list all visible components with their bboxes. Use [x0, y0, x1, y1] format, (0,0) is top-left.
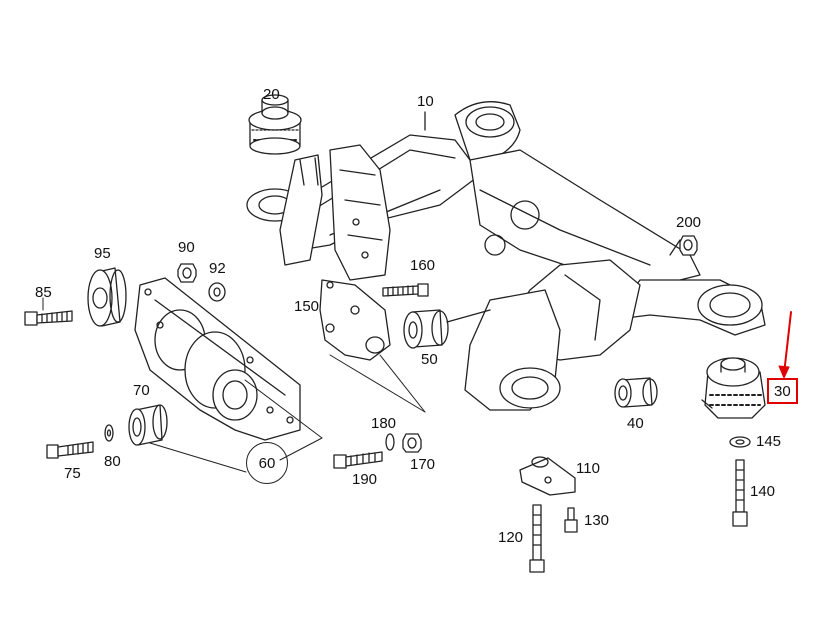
highlight-arrow — [778, 311, 792, 379]
bolt-160 — [382, 283, 429, 297]
carrier-plate-60 — [134, 277, 301, 441]
label-60: 60 — [246, 442, 288, 484]
label-190: 190 — [352, 471, 378, 488]
bolt-130 — [564, 507, 578, 533]
label-95: 95 — [94, 245, 111, 262]
bolt-85 — [24, 310, 73, 326]
label-60-text: 60 — [258, 454, 276, 472]
bracket-150 — [319, 279, 391, 361]
nut-170 — [402, 433, 422, 453]
bushing-70 — [128, 404, 168, 446]
label-140: 140 — [750, 483, 776, 500]
label-85: 85 — [35, 284, 52, 301]
label-10: 10 — [417, 93, 434, 110]
label-20: 20 — [263, 86, 280, 103]
washer-145 — [729, 436, 751, 448]
label-90: 90 — [178, 239, 195, 256]
label-92: 92 — [209, 260, 226, 277]
bolt-140 — [732, 459, 748, 527]
engine-mount-30 — [701, 357, 766, 419]
damper-95 — [87, 267, 127, 327]
washer-180 — [385, 433, 395, 451]
bushing-40 — [614, 377, 658, 408]
label-130: 130 — [584, 512, 610, 529]
label-120: 120 — [498, 529, 524, 546]
nut-90 — [177, 263, 197, 283]
label-30: 30 — [767, 378, 798, 404]
bushing-20 — [248, 94, 302, 155]
label-150: 150 — [294, 298, 320, 315]
label-70: 70 — [133, 382, 150, 399]
bolt-75 — [46, 441, 94, 459]
subframe-10 — [246, 101, 766, 411]
label-40: 40 — [627, 415, 644, 432]
bushing-50 — [403, 309, 491, 349]
leader-lines — [42, 297, 426, 473]
label-75: 75 — [64, 465, 81, 482]
label-170: 170 — [410, 456, 436, 473]
label-180: 180 — [371, 415, 397, 432]
washer-80 — [104, 424, 114, 442]
label-200: 200 — [676, 214, 702, 231]
nut-200 — [679, 235, 698, 256]
label-80: 80 — [104, 453, 121, 470]
washer-92 — [208, 282, 226, 302]
label-160: 160 — [410, 257, 436, 274]
bracket-110 — [519, 456, 576, 496]
label-50: 50 — [421, 351, 438, 368]
bolt-190 — [333, 451, 383, 469]
label-110: 110 — [576, 460, 600, 477]
label-145: 145 — [756, 433, 782, 450]
bolt-120 — [529, 504, 545, 573]
